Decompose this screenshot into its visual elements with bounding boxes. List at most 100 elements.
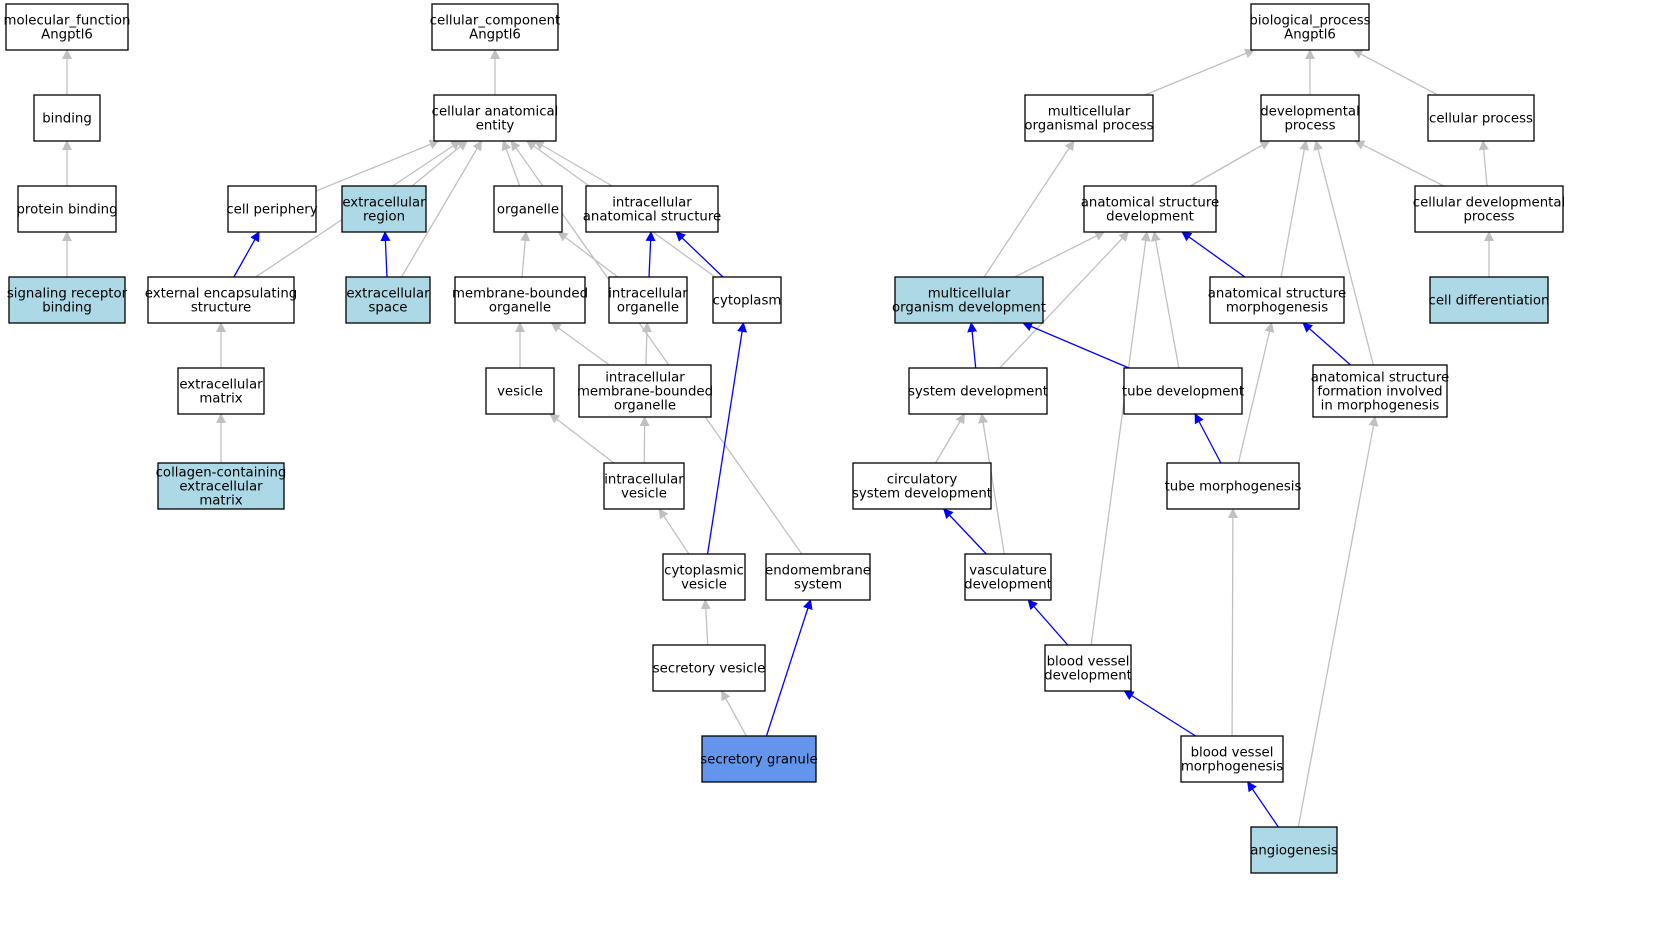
- edge-line: [1027, 599, 1069, 646]
- node-label: intracellular: [604, 473, 684, 488]
- go-term-node-tubedev[interactable]: tube development: [1122, 367, 1244, 415]
- node-label: intracellular: [605, 371, 685, 386]
- go-term-node-vesicle[interactable]: vesicle: [485, 367, 555, 415]
- edge-line: [557, 231, 619, 278]
- node-label: process: [1463, 210, 1514, 225]
- node-label: extracellular: [179, 480, 263, 495]
- edge-line: [978, 413, 1005, 555]
- node-label: entity: [476, 119, 515, 134]
- node-label: binding: [42, 301, 92, 316]
- node-label: anatomical structure: [1081, 196, 1219, 211]
- node-box: [701, 735, 817, 783]
- edge-intra_org-to-organelle: [557, 231, 619, 278]
- edge-sysdev-to-asd: [999, 231, 1129, 369]
- edge-extra_space-to-extra_region: [380, 231, 391, 278]
- node-label: morphogenesis: [1226, 301, 1328, 316]
- node-label: cellular developmental: [1413, 196, 1565, 211]
- go-term-node-protein_binding[interactable]: protein binding: [16, 185, 118, 233]
- edge-line: [1022, 321, 1130, 369]
- edge-bvd-to-vasc: [1027, 599, 1069, 646]
- edge-line: [501, 140, 521, 187]
- node-label: vasculature: [969, 564, 1047, 579]
- node-label: extracellular: [346, 287, 430, 302]
- edge-sgranule-to-svesicle: [721, 690, 747, 737]
- edge-angio-to-asf: [1297, 416, 1379, 828]
- edge-bvd-to-asd: [1090, 231, 1151, 646]
- go-term-node-sgranule[interactable]: secretory granule: [700, 735, 818, 783]
- node-label: organelle: [489, 301, 551, 316]
- edge-line: [706, 322, 747, 555]
- edge-line: [645, 231, 656, 278]
- edge-tubedev-to-asd: [1150, 231, 1180, 369]
- node-box: [8, 276, 126, 324]
- edge-asf-to-asm: [1302, 322, 1352, 366]
- go-term-node-svesicle[interactable]: secretory vesicle: [652, 644, 766, 692]
- edge-line: [1123, 690, 1196, 737]
- node-label: cytoplasm: [713, 294, 782, 309]
- edge-cytoplasm-to-ias: [675, 231, 724, 278]
- node-box: [1123, 367, 1243, 415]
- edge-line: [999, 231, 1129, 369]
- node-box: [345, 276, 431, 324]
- edge-line: [934, 413, 966, 464]
- node-label: developmental: [1260, 105, 1360, 120]
- go-term-node-cell_periphery[interactable]: cell periphery: [226, 185, 318, 233]
- go-term-node-tubemorph[interactable]: tube morphogenesis: [1165, 462, 1302, 510]
- edge-bvm-to-bvd: [1123, 690, 1196, 737]
- node-label: organism development: [892, 301, 1046, 316]
- go-term-node-organelle[interactable]: organelle: [493, 185, 563, 233]
- node-box: [608, 276, 688, 324]
- go-term-node-cytoplasm[interactable]: cytoplasm: [712, 276, 782, 324]
- go-term-node-binding[interactable]: binding: [33, 94, 101, 142]
- edge-circ-to-sysdev: [934, 413, 966, 464]
- node-box: [1414, 185, 1564, 233]
- edge-cdp-to-cellproc: [1478, 140, 1489, 187]
- go-term-node-cellproc[interactable]: cellular process: [1427, 94, 1535, 142]
- go-term-node-angio[interactable]: angiogenesis: [1250, 826, 1338, 874]
- node-box: [585, 185, 719, 233]
- go-term-node-sysdev[interactable]: system development: [908, 367, 1048, 415]
- node-label: Angptl6: [1284, 28, 1336, 43]
- node-label: intracellular: [612, 196, 692, 211]
- edge-line: [315, 139, 440, 192]
- node-box: [765, 553, 871, 601]
- node-label: tube development: [1122, 385, 1244, 400]
- edge-line: [1090, 231, 1151, 646]
- node-label: membrane-bounded: [452, 287, 588, 302]
- go-term-node-celldiff[interactable]: cell differentiation: [1429, 276, 1550, 324]
- node-label: vesicle: [497, 385, 543, 400]
- edge-line: [641, 322, 652, 366]
- node-label: matrix: [199, 494, 242, 509]
- node-label: vesicle: [621, 487, 667, 502]
- edge-bvm-to-tubemorph: [1227, 508, 1238, 737]
